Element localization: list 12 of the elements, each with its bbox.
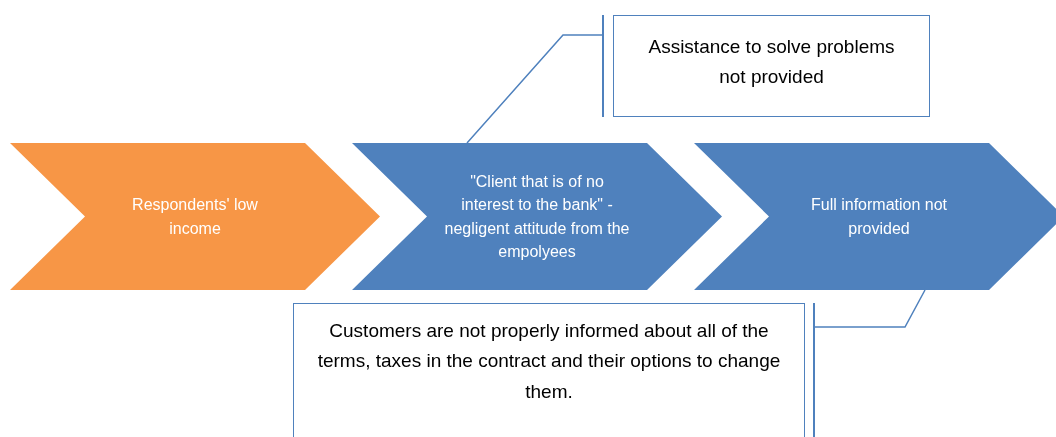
callout-text: Assistance to solve problems not provided [647,35,896,90]
step-label: Full information not provided [809,195,949,239]
callout-box [293,303,805,437]
step-label: "Client that is of no interest to the bank" - negligent attitude from the empolyees [444,172,630,262]
leader-line [466,34,603,144]
chevron-step [10,143,380,290]
chevron-step [352,143,722,290]
chevron-step [694,143,1056,290]
leader-line [814,289,926,328]
step-label: Respondents' low income [131,195,259,239]
callout-box [613,15,930,117]
callout-text: Customers are not properly informed about all of the terms, taxes in the contract and their options to change them. [316,319,782,404]
